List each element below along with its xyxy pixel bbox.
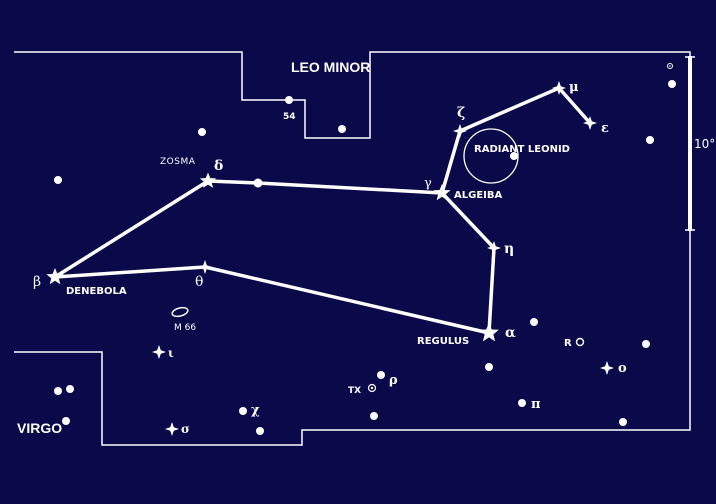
variable-star-r — [575, 337, 585, 347]
star-zeta — [453, 124, 467, 138]
line-delta-denebola — [53, 179, 210, 279]
line-denebola-theta — [53, 265, 207, 279]
star-dot — [198, 128, 206, 136]
star-pi — [518, 399, 526, 407]
scale-label: 10° — [694, 137, 715, 151]
label-pi: π — [531, 397, 541, 412]
label-radiant-leonid: RADIANT LEONID — [474, 144, 570, 155]
star-dot — [54, 176, 62, 184]
label-iota: ι — [168, 346, 174, 360]
label-tx: TX — [348, 386, 361, 396]
star-dot — [668, 80, 676, 88]
label-gamma: γ — [424, 176, 432, 191]
corner-marker — [667, 63, 673, 69]
star-dot — [370, 412, 378, 420]
constellation-boundary — [14, 51, 691, 446]
label-algeiba: ALGEIBA — [454, 190, 502, 201]
star-dot — [530, 318, 538, 326]
region-virgo: VIRGO — [17, 420, 62, 436]
line-eta-algeiba — [440, 191, 496, 250]
star-dot — [54, 387, 62, 395]
star-54 — [285, 96, 293, 104]
star-dot — [619, 418, 627, 426]
label-rho: ρ — [389, 373, 398, 388]
constellation-lines — [53, 86, 592, 335]
label-regulus: REGULUS — [417, 336, 469, 347]
line-star-algeiba — [256, 181, 444, 195]
star-regulus — [479, 322, 499, 342]
star-dot — [646, 136, 654, 144]
line-theta-regulus — [203, 265, 491, 335]
galaxy-m66 — [171, 306, 189, 318]
star-sigma — [165, 422, 179, 436]
scale-bar — [685, 56, 695, 231]
variable-star-tx — [367, 383, 377, 393]
star-dot — [66, 385, 74, 393]
star-dot — [510, 152, 518, 160]
label-eta: η — [504, 241, 514, 257]
star-dot — [642, 340, 650, 348]
star-denebola — [46, 268, 64, 285]
label-sigma: σ — [181, 422, 190, 436]
line-algeiba-zeta — [440, 129, 462, 195]
label-m66: M 66 — [174, 323, 196, 333]
star-dot — [485, 363, 493, 371]
label-theta: θ — [195, 274, 203, 290]
star-dot — [256, 427, 264, 435]
label-r: R — [564, 338, 572, 349]
line-delta-star — [206, 179, 260, 185]
star-omicron — [600, 361, 614, 375]
label-54: 54 — [283, 112, 296, 122]
label-omicron: ο — [618, 361, 627, 376]
region-leo-minor: LEO MINOR — [291, 59, 370, 75]
radiant-leonid-circle — [463, 128, 519, 184]
star-theta — [198, 260, 212, 274]
label-zosma: ZOSMA — [160, 157, 196, 167]
label-mu: μ — [569, 80, 579, 95]
line-regulus-eta — [487, 246, 496, 335]
label-chi: χ — [251, 403, 260, 418]
star-dot — [62, 417, 70, 425]
star-dot — [253, 178, 263, 188]
star-chi — [239, 407, 247, 415]
label-beta: β — [33, 274, 41, 290]
label-zeta: ζ — [457, 105, 465, 121]
line-mu-epsilon — [557, 86, 592, 125]
minor-stars — [54, 80, 676, 435]
star-dot — [338, 125, 346, 133]
star-rho — [377, 371, 385, 379]
label-denebola: DENEBOLA — [66, 286, 127, 297]
star-iota — [152, 345, 166, 359]
label-alpha: α — [505, 325, 516, 341]
label-epsilon: ε — [601, 121, 609, 136]
label-delta: δ — [214, 158, 223, 174]
line-zeta-mu — [458, 86, 561, 133]
